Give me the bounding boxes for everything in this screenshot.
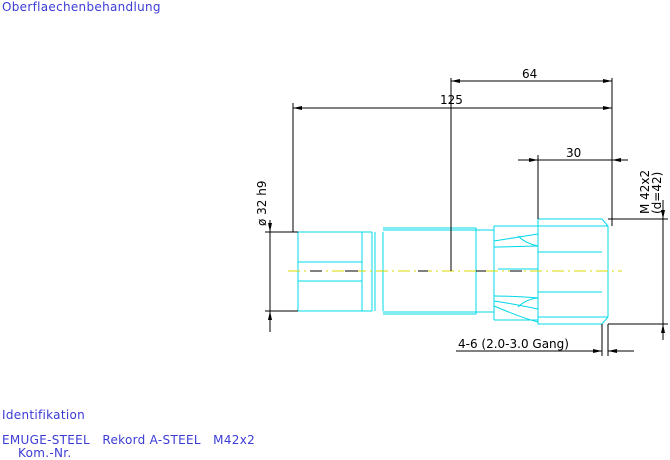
dim-overall-length: 125 xyxy=(440,93,463,107)
dim-thread-d: (d=42) xyxy=(650,172,664,214)
dimension-lines xyxy=(265,78,668,356)
flute-upper-1 xyxy=(493,233,539,242)
dim-chamfer-spec: 4-6 (2.0-3.0 Gang) xyxy=(458,337,569,351)
product-line: EMUGE-STEEL Rekord A-STEEL M42x2 xyxy=(2,433,256,447)
dim-chamfer-section: 30 xyxy=(566,146,581,160)
dim-thread-size: M 42x2 xyxy=(638,170,652,214)
kom-number-label: Kom.-Nr. xyxy=(18,446,72,460)
arrowheads xyxy=(268,79,665,353)
flute-lower-1 xyxy=(493,295,539,299)
surface-treatment-title: Oberflaechenbehandlung xyxy=(2,0,161,14)
identification-label: Identifikation xyxy=(2,408,86,422)
dim-shank-diameter: ø 32 h9 xyxy=(255,181,269,226)
dim-thread-section: 64 xyxy=(522,67,537,81)
